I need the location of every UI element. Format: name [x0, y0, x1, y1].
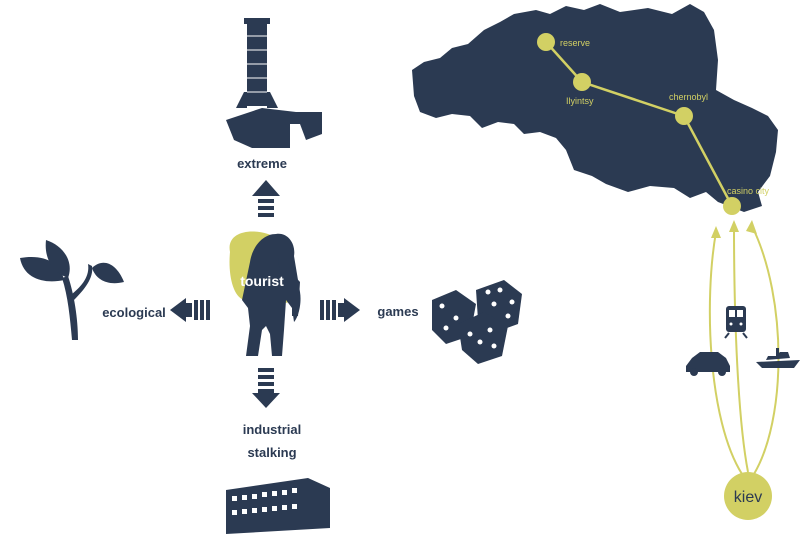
tourist-figure-icon — [229, 231, 301, 356]
kiev-origin-marker — [724, 472, 772, 520]
sprout-plant-icon — [20, 240, 124, 340]
reactor-tower-icon — [226, 18, 322, 148]
ship-icon — [756, 348, 800, 368]
factory-building-icon — [226, 478, 330, 534]
stop-ilyintsy-marker — [573, 73, 591, 91]
arrow-right-icon — [320, 298, 360, 322]
stop-reserve-label: reserve — [560, 38, 590, 48]
route-stops — [537, 33, 741, 215]
stop-reserve-marker — [537, 33, 555, 51]
kiev-routes — [708, 225, 780, 475]
kiev-label: kiev — [734, 489, 762, 506]
games-label: games — [377, 304, 418, 319]
arrow-left-icon — [170, 298, 210, 322]
tourist-label: tourist — [240, 273, 284, 289]
stop-casino-city-label: casino city — [727, 186, 770, 196]
zone-map-shape — [412, 4, 778, 212]
car-icon — [686, 352, 730, 376]
stop-ilyintsy-label: Ilyintsy — [566, 96, 594, 106]
zone-route — [545, 41, 734, 207]
route-arrowheads — [711, 220, 757, 238]
stalking-label: stalking — [247, 445, 296, 460]
stop-chernobyl-marker — [675, 107, 693, 125]
arrow-up-icon — [252, 180, 280, 217]
dice-icon — [432, 280, 522, 364]
industrial-label: industrial — [243, 422, 302, 437]
stop-casino-city-marker — [723, 197, 741, 215]
ecological-label: ecological — [102, 305, 166, 320]
extreme-label: extreme — [237, 156, 287, 171]
arrow-down-icon — [252, 368, 280, 408]
train-icon — [724, 306, 748, 339]
stop-chernobyl-label: chernobyl — [669, 92, 708, 102]
